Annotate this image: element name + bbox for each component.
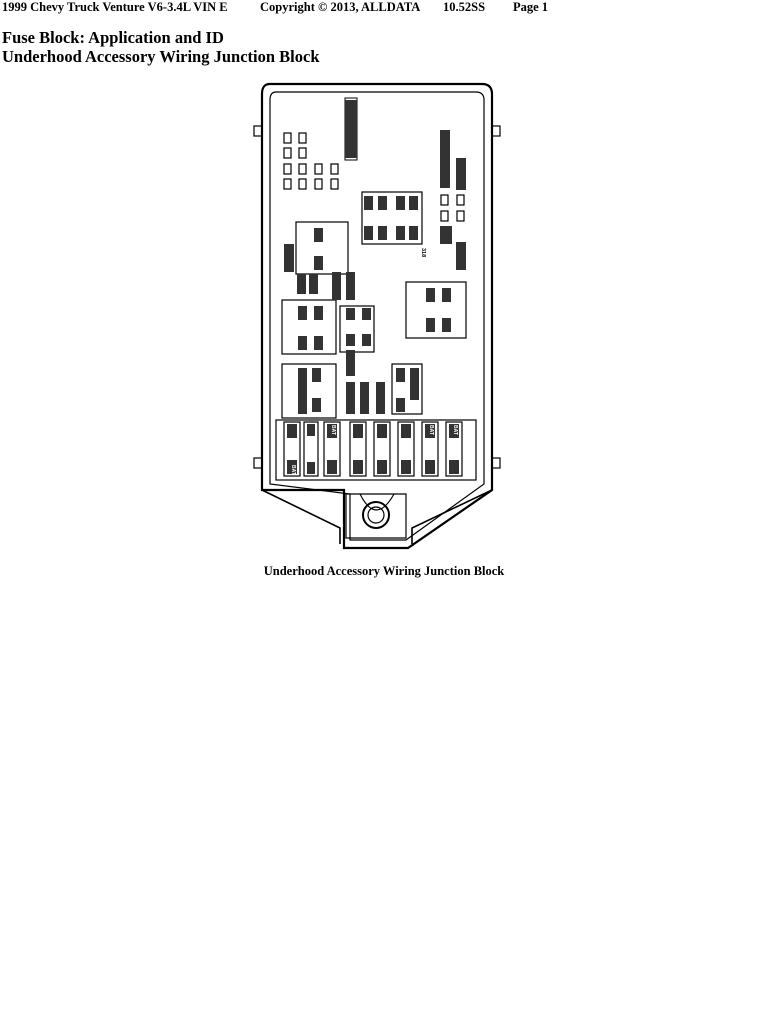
page-header: 1999 Chevy Truck Venture V6-3.4L VIN E C… (0, 0, 768, 14)
mount-scallop (359, 493, 395, 511)
mount-bolt-inner (367, 506, 385, 524)
label-bat-c: BAT (428, 425, 434, 435)
clip-right-top (491, 125, 501, 137)
clip-right-bottom (491, 457, 501, 469)
mini-fuse-cavities (283, 132, 465, 222)
label-bat-a: BAT (290, 465, 296, 475)
relay-box-3 (281, 299, 337, 355)
mount-bracket (261, 489, 493, 544)
page-title: Fuse Block: Application and ID (2, 28, 224, 47)
figure-caption: Underhood Accessory Wiring Junction Bloc… (263, 564, 505, 578)
maxi-fuse-row (275, 419, 477, 481)
page-subtitle: Underhood Accessory Wiring Junction Bloc… (2, 47, 320, 66)
clip-left-bottom (253, 457, 263, 469)
page-number: Page 1 (513, 0, 549, 14)
junction-block-svg: BAT BAT BAT BAT 318 (253, 82, 501, 550)
version-text: 10.52SS (443, 0, 486, 14)
maxi-fuse-labels (287, 424, 459, 474)
relay-box-4 (405, 281, 467, 339)
mount-frame (345, 493, 407, 539)
relay-box-6 (281, 363, 337, 419)
cavity-318: 318 (420, 248, 426, 257)
copyright-text: Copyright © 2013, ALLDATA (260, 0, 421, 14)
housing-outer (260, 82, 494, 550)
small-dark-labels (297, 196, 451, 414)
vehicle-info: 1999 Chevy Truck Venture V6-3.4L VIN E (2, 0, 228, 14)
clip-left-top (253, 125, 263, 137)
label-bat-d: BAT (452, 425, 458, 435)
junction-block-diagram: BAT BAT BAT BAT 318 (200, 78, 568, 552)
mount-bolt-outer (362, 501, 390, 529)
label-strips (284, 97, 466, 272)
label-bat-b: BAT (330, 425, 336, 435)
housing-inner (269, 91, 485, 541)
